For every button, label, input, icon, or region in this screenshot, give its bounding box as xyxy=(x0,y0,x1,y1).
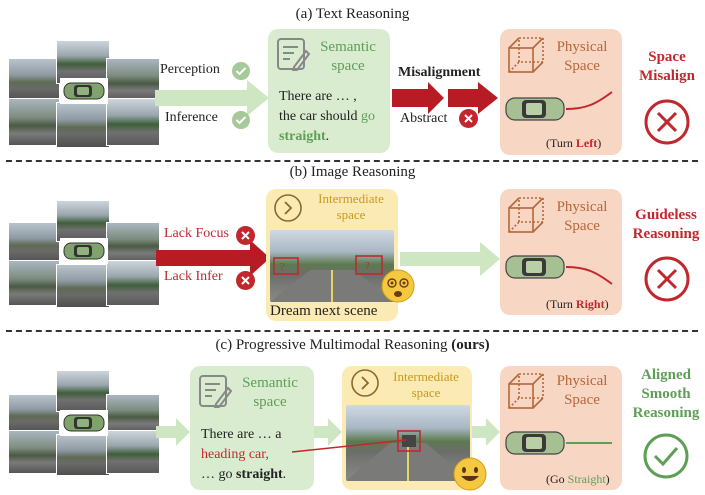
connector-line xyxy=(291,439,407,453)
lack-infer-label: Lack Infer xyxy=(164,269,223,284)
physical-space-box-b xyxy=(500,189,622,315)
semantic-label-2: space xyxy=(253,394,287,410)
semantic-label-1: Semantic xyxy=(320,39,376,55)
physical-space-box-c xyxy=(500,366,622,490)
dizzy-emoji-icon xyxy=(381,269,415,303)
inter-label-1: Intermediate xyxy=(393,369,459,384)
svg-text:?: ? xyxy=(280,262,285,273)
camera-collage-c xyxy=(8,368,160,476)
camera-collage-a xyxy=(8,40,160,148)
camera-collage-b xyxy=(8,200,160,308)
inference-label: Inference xyxy=(165,110,218,125)
semantic-body-a: There are … , the car should go straight… xyxy=(279,89,376,144)
chevron-right-circle-icon xyxy=(274,194,302,222)
document-pencil-icon xyxy=(277,38,310,71)
chevron-right-circle-icon xyxy=(351,369,379,397)
misalignment-arrows xyxy=(392,82,498,114)
cube-icon xyxy=(508,373,544,409)
physical-label-2: Space xyxy=(564,218,600,234)
divider xyxy=(6,160,698,162)
semantic-body-c: There are … a heading car, … go straight… xyxy=(201,427,287,482)
dream-scene-image: ? ? xyxy=(270,230,394,302)
lack-focus-label: Lack Focus xyxy=(164,226,229,241)
verdict-c: Aligned Smooth Reasoning xyxy=(632,367,700,421)
inter-label-2: space xyxy=(411,385,441,400)
cross-circle-icon xyxy=(236,226,255,245)
arrow-c3 xyxy=(472,418,500,446)
verdict-b: Guideless Reasoning xyxy=(632,207,700,242)
section-a-title: (a) Text Reasoning xyxy=(295,6,410,22)
arrow-c2 xyxy=(314,418,342,446)
cross-circle-icon xyxy=(236,271,255,290)
abstract-label: Abstract xyxy=(400,111,448,126)
cube-icon xyxy=(508,197,544,233)
arrow-b-green xyxy=(400,242,500,276)
perception-label: Perception xyxy=(160,62,220,77)
go-straight-label: (Go Straight) xyxy=(546,472,610,486)
physical-label-1: Physical xyxy=(556,199,608,215)
turn-left-label: (Turn Left) xyxy=(546,136,602,150)
smile-emoji-icon xyxy=(453,457,487,491)
physical-label-2: Space xyxy=(564,58,600,74)
divider xyxy=(6,330,698,332)
check-circle-icon xyxy=(643,433,689,479)
semantic-space-box-c xyxy=(190,366,314,490)
verdict-a: Space Misalign xyxy=(639,49,695,84)
inter-label-1: Intermediate xyxy=(318,191,384,206)
arrow-c1 xyxy=(156,418,190,446)
document-pencil-icon xyxy=(199,375,232,408)
semantic-label-2: space xyxy=(331,58,365,74)
arrow-b-red xyxy=(156,240,270,276)
physical-label-1: Physical xyxy=(556,373,608,389)
svg-text:?: ? xyxy=(365,261,370,272)
turn-right-label: (Turn Right) xyxy=(546,297,609,311)
cross-circle-icon xyxy=(644,99,690,145)
arrow-a-green xyxy=(155,80,269,116)
car-icon xyxy=(505,431,612,455)
semantic-space-box-a xyxy=(268,29,390,153)
cross-circle-icon xyxy=(459,109,478,128)
misalignment-label: Misalignment xyxy=(398,65,481,80)
physical-label-1: Physical xyxy=(556,39,608,55)
check-circle-icon xyxy=(232,62,250,80)
section-c-title: (c) Progressive Multimodal Reasoning (ou… xyxy=(215,337,490,353)
dream-next-scene-label: Dream next scene xyxy=(270,303,378,319)
cross-circle-icon xyxy=(644,256,690,302)
inter-label-2: space xyxy=(336,207,366,222)
physical-space-box-a xyxy=(500,29,622,155)
section-b-title: (b) Image Reasoning xyxy=(289,164,416,180)
scene-image-c xyxy=(346,405,470,481)
cube-icon xyxy=(508,37,544,73)
car-icon xyxy=(505,91,613,121)
car-icon xyxy=(505,255,613,285)
physical-label-2: Space xyxy=(564,392,600,408)
car-icon xyxy=(60,410,108,436)
semantic-label-1: Semantic xyxy=(242,375,298,391)
car-icon xyxy=(60,78,108,104)
check-circle-icon xyxy=(232,111,250,129)
car-icon xyxy=(60,238,108,264)
